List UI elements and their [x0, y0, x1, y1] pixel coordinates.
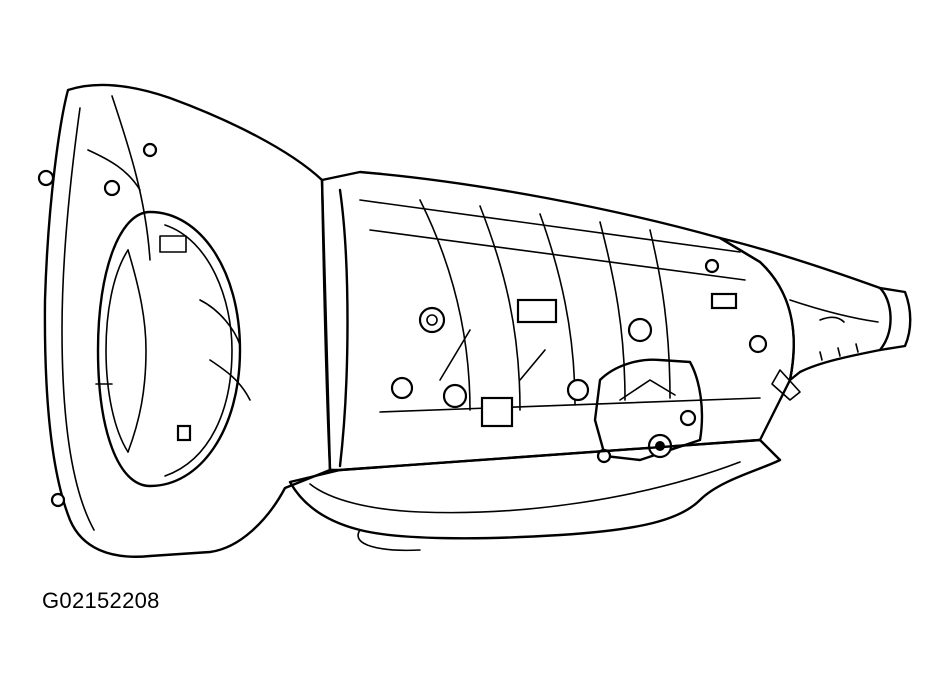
bell-housing — [37, 83, 332, 558]
oil-pan — [288, 438, 782, 552]
manual-shift-lever — [593, 358, 704, 464]
transmission-illustration — [37, 83, 912, 558]
extension-housing — [718, 236, 912, 401]
transmission-case — [320, 170, 795, 472]
figure-code: G02152208 — [42, 588, 160, 613]
